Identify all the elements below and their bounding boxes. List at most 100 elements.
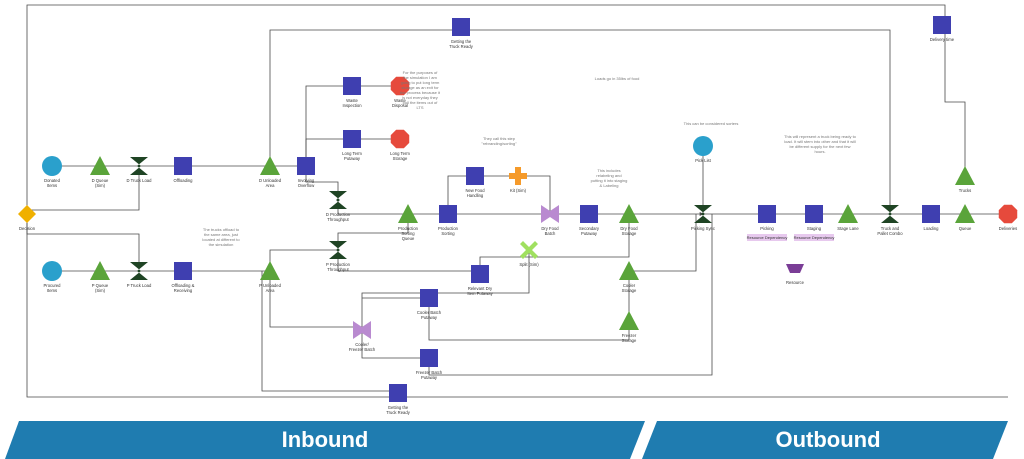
node-d-queue[interactable]: D Queue(Sim): [90, 156, 110, 188]
picking-sync-label: Picking Sync: [691, 226, 715, 231]
cooler-freezer-batch-bowtie-icon: [353, 321, 371, 339]
node-kit-sim[interactable]: Kit (Sim): [509, 167, 527, 193]
d-queue-triangle-icon: [90, 156, 110, 175]
node-p-queue[interactable]: P Queue(Sim): [90, 261, 110, 293]
freezer-batch-putaway-square-icon: [420, 349, 438, 367]
picking-sync-hourglass-icon: [694, 205, 712, 223]
node-stage-lane[interactable]: Stage Lane: [837, 204, 859, 231]
node-queue[interactable]: Queue: [955, 204, 975, 231]
stage-lane-label: Stage Lane: [837, 226, 859, 231]
staging-badge: [794, 234, 834, 241]
decision-label: Decision: [19, 226, 36, 231]
pick-list-circle-icon: [693, 136, 713, 156]
offloading-receiving-label: Offloading &Receiving: [172, 283, 195, 293]
p-production-throughput-hourglass-icon: [329, 241, 347, 259]
procured-items-circle-icon: [42, 261, 62, 281]
long-term-putaway-square-icon: [343, 130, 361, 148]
p-unloaded-area-triangle-icon: [260, 261, 280, 280]
connector-waste: [305, 84, 401, 166]
inbound-banner: [5, 421, 645, 459]
outbound-banner: [642, 421, 1008, 459]
node-offloading[interactable]: Offloading: [173, 157, 193, 183]
trucks-label: Trucks: [959, 188, 971, 193]
production-sorting-square-icon: [439, 205, 457, 223]
node-loading[interactable]: Loading: [922, 205, 940, 231]
node-decision[interactable]: Decision: [18, 205, 36, 231]
connector-pthru-dry: [337, 214, 630, 272]
p-queue-triangle-icon: [90, 261, 110, 280]
staging-square-icon: [805, 205, 823, 223]
cooler-batch-putaway-square-icon: [420, 289, 438, 307]
picking-label: Picking: [760, 226, 774, 231]
node-cooler-freezer-batch[interactable]: Cooler/Freezer Batch: [349, 321, 376, 352]
loading-label: Loading: [924, 226, 940, 231]
deliveries-octagon-icon: [998, 204, 1018, 224]
cooler-freezer-batch-label: Cooler/Freezer Batch: [349, 342, 376, 352]
stage-lane-triangle-icon: [838, 204, 858, 223]
staging-badge-label: Resource Dependency: [794, 235, 835, 240]
node-picking-sync[interactable]: Picking Sync: [691, 205, 715, 231]
connector-top-truck: [269, 29, 891, 214]
node-delivery-time[interactable]: Delivery time: [930, 16, 955, 42]
node-p-truck-load[interactable]: P Truck Load: [127, 262, 152, 288]
connector-frame-bottom: [26, 214, 1008, 398]
waste-inspection-square-icon: [343, 77, 361, 95]
node-d-truck-load[interactable]: D Truck Load: [127, 157, 153, 183]
node-offloading-receiving[interactable]: Offloading &Receiving: [172, 262, 195, 293]
node-split-sim[interactable]: Split (Sim): [519, 241, 539, 267]
d-truck-load-label: D Truck Load: [127, 178, 153, 183]
connector-newfood: [447, 175, 551, 214]
picking-badge-label: Resource Dependency: [747, 235, 788, 240]
getting-truck-ready-bottom-square-icon: [389, 384, 407, 402]
node-deliveries[interactable]: Deliveries: [998, 204, 1018, 231]
node-trucks[interactable]: Trucks: [955, 166, 975, 193]
split-sim-label: Split (Sim): [519, 262, 539, 267]
p-truck-load-label: P Truck Load: [127, 283, 152, 288]
cooler-storage-triangle-icon: [619, 261, 639, 280]
d-truck-load-hourglass-icon: [130, 157, 148, 175]
node-pick-list[interactable]: Pick List: [693, 136, 713, 163]
node-resource[interactable]: Resource: [786, 264, 805, 285]
note-loads: Loads go in 35lbs of food: [595, 76, 640, 81]
